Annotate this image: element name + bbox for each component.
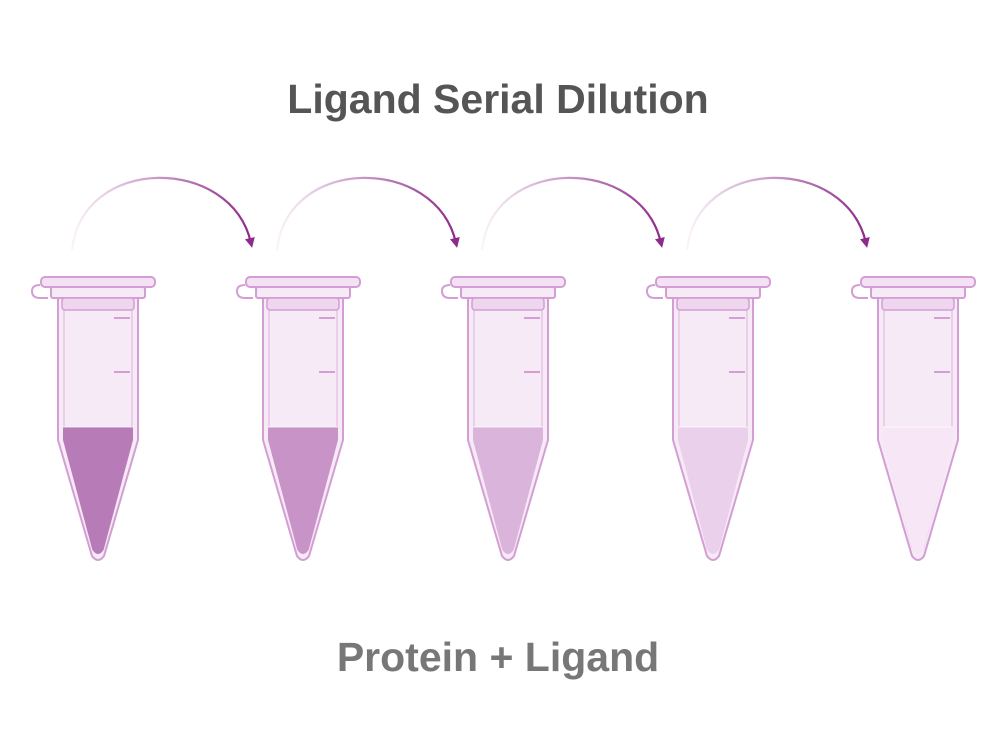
tube-1 <box>30 276 156 561</box>
tube-5 <box>850 276 976 561</box>
tube-hinge <box>850 284 868 299</box>
tube-hinge <box>235 284 253 299</box>
tube-cap-rim <box>245 276 361 288</box>
tube-hinge <box>440 284 458 299</box>
tube-cap-plug <box>266 297 340 311</box>
transfer-arc <box>275 176 460 251</box>
tube-liquid <box>268 427 338 554</box>
transfer-arc <box>480 176 665 251</box>
tube-liquid <box>883 427 953 554</box>
tube-cap-rim <box>860 276 976 288</box>
tube-cap-plug <box>471 297 545 311</box>
tubes-row <box>30 276 976 561</box>
transfer-arrow <box>275 176 460 251</box>
diagram-title: Ligand Serial Dilution <box>287 76 709 122</box>
tube-2 <box>235 276 361 561</box>
transfer-arrow <box>480 176 665 251</box>
tube-liquid <box>63 427 133 554</box>
tube-hinge <box>645 284 663 299</box>
tube-3 <box>440 276 566 561</box>
tube-cap-band <box>870 286 966 299</box>
transfer-arc <box>70 176 255 251</box>
transfer-arrow <box>70 176 255 251</box>
tube-cap-plug <box>61 297 135 311</box>
tube-cap-band <box>460 286 556 299</box>
tube-cap-rim <box>655 276 771 288</box>
transfer-arrows <box>70 176 870 251</box>
tube-hinge <box>30 284 48 299</box>
tube-cap-band <box>665 286 761 299</box>
tube-liquid <box>473 427 543 554</box>
tube-cap-rim <box>40 276 156 288</box>
tube-cap-plug <box>676 297 750 311</box>
transfer-arc <box>685 176 870 251</box>
tube-cap-band <box>255 286 351 299</box>
tube-cap-rim <box>450 276 566 288</box>
tube-liquid <box>678 427 748 554</box>
footer-label: Protein + Ligand <box>336 634 660 680</box>
tube-cap-band <box>50 286 146 299</box>
tube-4 <box>645 276 771 561</box>
transfer-arrow <box>685 176 870 251</box>
tube-cap-plug <box>881 297 955 311</box>
